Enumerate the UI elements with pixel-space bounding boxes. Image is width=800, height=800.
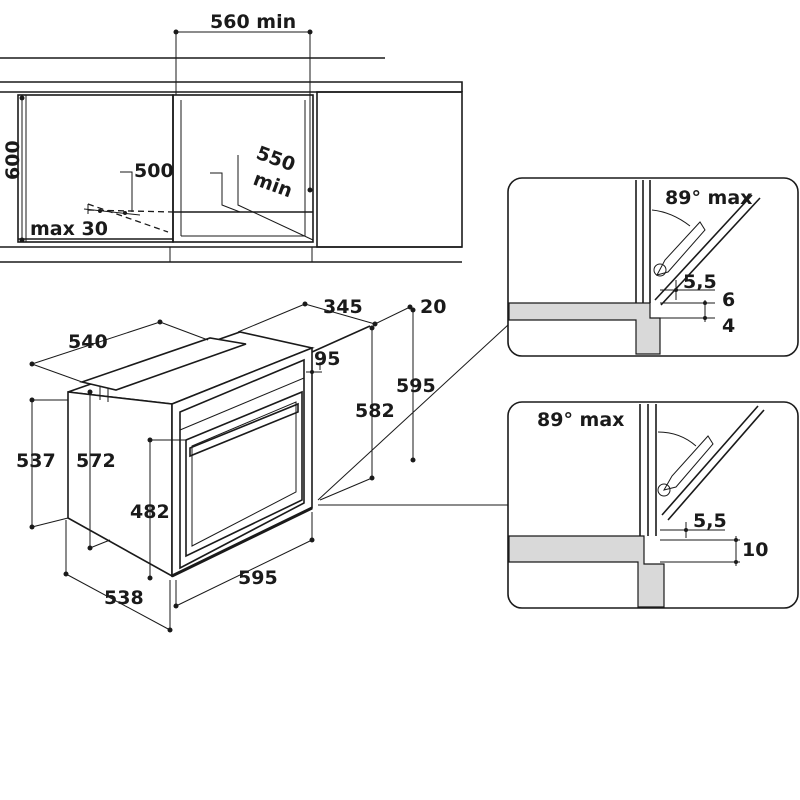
label-482: 482: [130, 501, 170, 523]
dim-max-30: max 30: [30, 204, 141, 240]
leader-line-top: [317, 324, 509, 501]
dim-538: 538: [63, 520, 173, 633]
dim-560-min: 560 min: [173, 11, 313, 193]
label-20: 20: [420, 296, 446, 318]
label-595-horizontal: 595: [238, 567, 278, 589]
label-572: 572: [76, 450, 116, 472]
detail-panel-bottom: 89° max 5,5 10: [507, 401, 799, 609]
dim-537: 537: [16, 397, 69, 530]
label-537: 537: [16, 450, 56, 472]
label-4: 4: [722, 315, 735, 337]
label-89-max-top: 89° max: [665, 187, 752, 209]
label-600: 600: [2, 140, 24, 180]
dim-95: 95: [306, 348, 340, 374]
label-345: 345: [323, 296, 363, 318]
label-500: 500: [134, 160, 174, 182]
dim-550-min: 550 min: [250, 142, 298, 202]
dim-595-horizontal: 595: [173, 512, 315, 609]
dim-482: 482: [130, 437, 186, 581]
label-10: 10: [742, 539, 768, 561]
detail-panel-top: 89° max 5,5 6 4: [507, 177, 799, 357]
dim-572: 572: [76, 389, 116, 551]
dim-540: 540: [29, 319, 209, 383]
label-595-vertical: 595: [396, 375, 436, 397]
label-582: 582: [355, 400, 395, 422]
dim-582: 582: [319, 325, 395, 501]
dim-600: 600: [2, 95, 25, 243]
label-5-5-top: 5,5: [683, 271, 717, 293]
label-538: 538: [104, 587, 144, 609]
cabinet-top-view: [0, 57, 463, 263]
label-6: 6: [722, 289, 735, 311]
oven-body: [67, 325, 371, 578]
dim-345: 345: [237, 296, 378, 333]
dim-20: 20: [374, 296, 446, 325]
label-89-max-bottom: 89° max: [537, 409, 624, 431]
label-max-30: max 30: [30, 218, 108, 240]
label-5-5-bottom: 5,5: [693, 510, 727, 532]
label-95: 95: [314, 348, 340, 370]
label-540: 540: [68, 331, 108, 353]
dim-595-vertical: 595: [396, 307, 436, 463]
label-560-min: 560 min: [210, 11, 296, 33]
